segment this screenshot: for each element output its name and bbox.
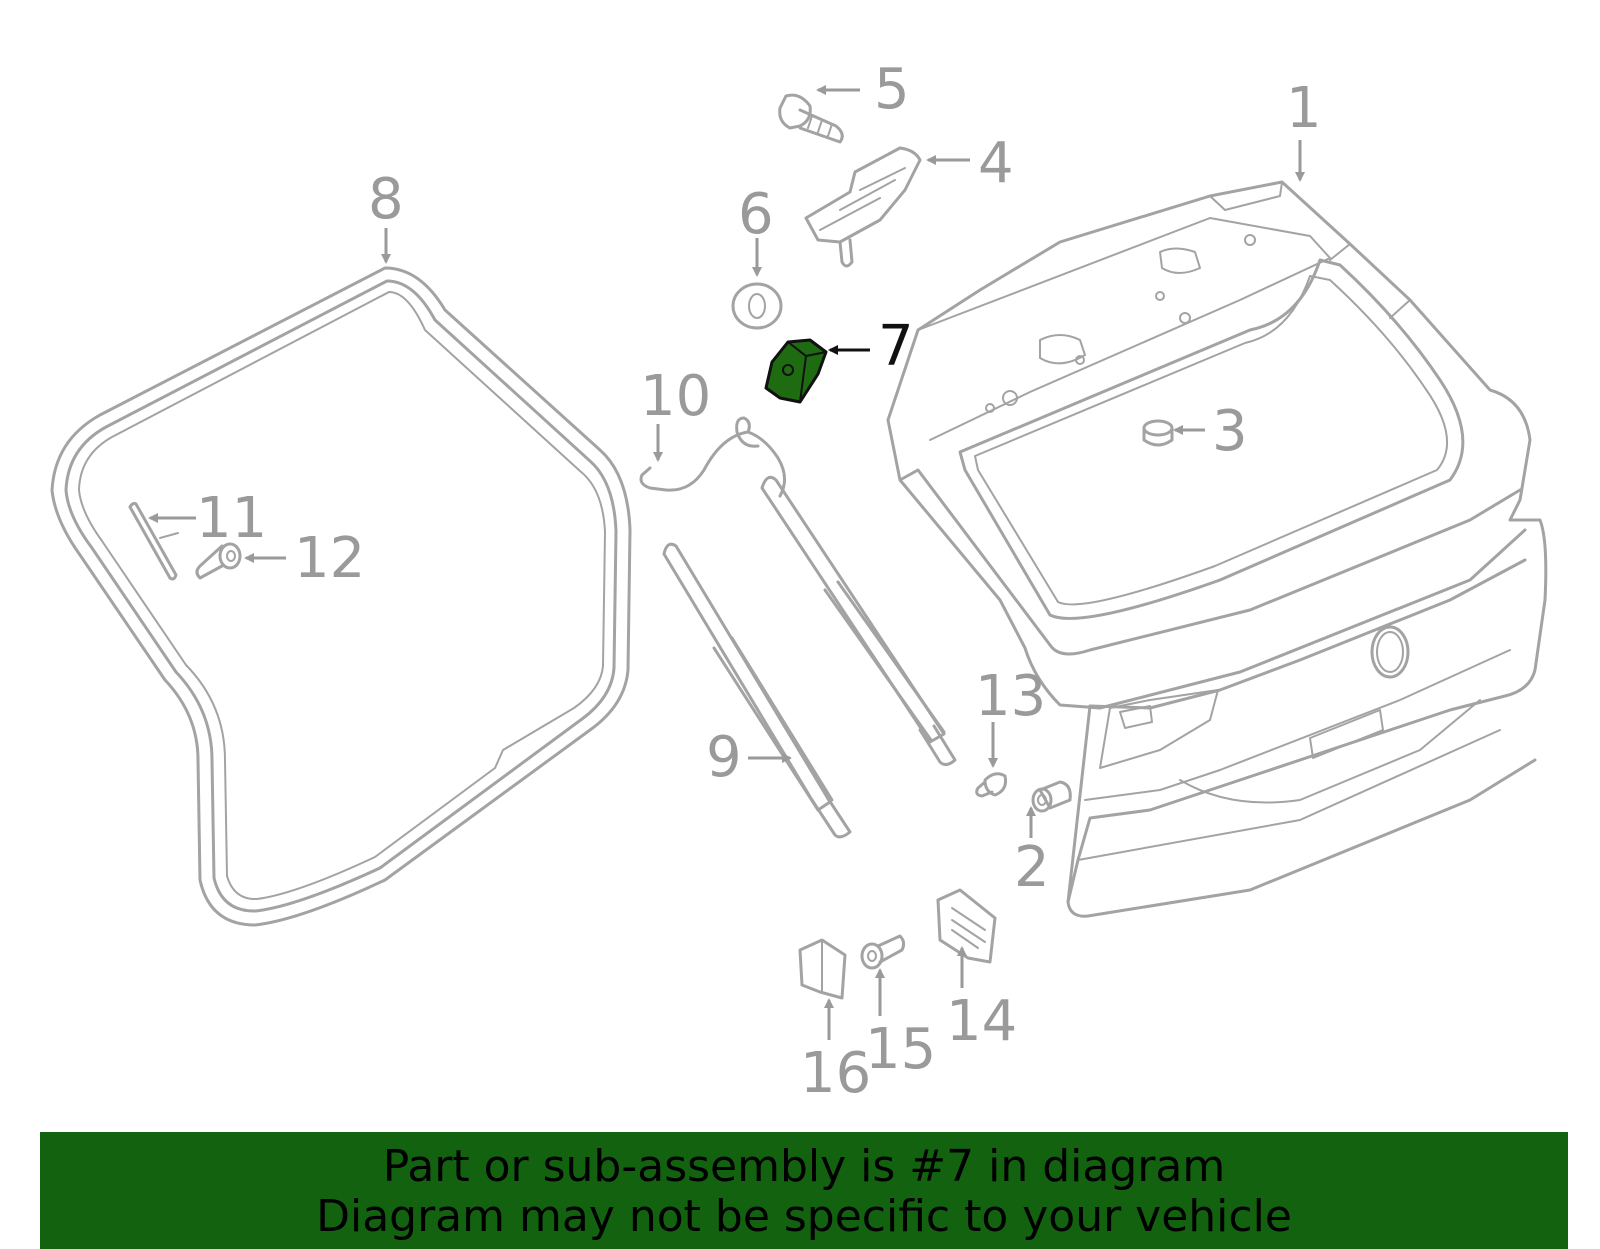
callout-9: 9	[706, 725, 742, 790]
part-16-pad	[798, 938, 847, 1000]
part-5-bolt	[778, 93, 844, 144]
callouts: 1 2 3 4 5 6 7 8 9 10 11 12 13 14 15 16	[196, 57, 1322, 1106]
part-11-clip	[128, 501, 179, 581]
callout-5: 5	[874, 57, 910, 122]
part-2-switch	[1031, 780, 1072, 813]
callout-16: 16	[800, 1041, 871, 1106]
callout-4: 4	[978, 131, 1014, 196]
part-13-fastener	[975, 772, 1007, 798]
callout-3: 3	[1212, 399, 1248, 464]
callout-13: 13	[975, 664, 1046, 729]
callout-6: 6	[738, 182, 774, 247]
part-14-cover	[936, 888, 997, 964]
banner-line-1: Part or sub-assembly is #7 in diagram	[382, 1141, 1226, 1192]
part-3-bumper	[1142, 419, 1174, 447]
callout-7: 7	[878, 314, 914, 379]
part-12-screw	[195, 542, 242, 580]
part-1-liftgate	[886, 180, 1548, 918]
callout-11: 11	[196, 486, 267, 551]
callout-12: 12	[294, 526, 365, 591]
part-10-harness	[639, 416, 786, 498]
callout-15: 15	[865, 1017, 936, 1082]
part-7-highlighted	[764, 338, 828, 404]
part-4-hinge	[804, 146, 922, 268]
info-banner: Part or sub-assembly is #7 in diagram Di…	[40, 1132, 1568, 1249]
callout-14: 14	[946, 989, 1017, 1054]
banner-line-2: Diagram may not be specific to your vehi…	[316, 1191, 1292, 1242]
part-9-strut	[662, 542, 852, 839]
callout-8: 8	[368, 167, 404, 232]
callout-2: 2	[1014, 835, 1050, 900]
leader-lines	[148, 85, 1305, 1040]
part-6-grommet	[731, 282, 783, 330]
part-8-weatherstrip	[50, 266, 632, 927]
part-9-strut-upper	[760, 475, 957, 767]
part-15-screw	[860, 934, 906, 970]
callout-1: 1	[1286, 76, 1322, 141]
callout-10: 10	[640, 364, 711, 429]
